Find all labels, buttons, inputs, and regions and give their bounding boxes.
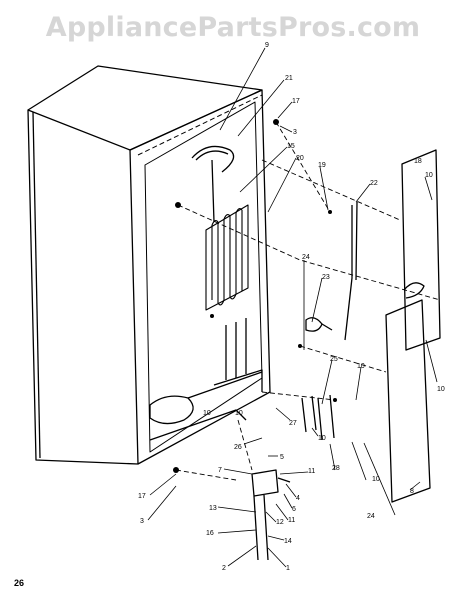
compressor-assembly — [149, 318, 263, 441]
callout-5: 5 — [280, 454, 284, 461]
callout-1: 1 — [286, 565, 290, 572]
evaporator-tube — [191, 145, 235, 223]
panel-8 — [385, 299, 431, 503]
callout-9: 9 — [265, 42, 269, 49]
callout-16: 16 — [206, 530, 214, 537]
callout-8: 8 — [410, 488, 414, 495]
callout-22: 22 — [370, 180, 378, 187]
callout-10-e: 10 — [318, 435, 326, 442]
callout-10-d: 10 — [235, 410, 243, 417]
drain-tube — [344, 201, 358, 341]
callout-13: 13 — [209, 505, 217, 512]
callout-24: 24 — [302, 254, 310, 261]
callout-3-bottom: 3 — [140, 518, 144, 525]
callout-26: 26 — [234, 444, 242, 451]
callout-21: 21 — [285, 75, 293, 82]
leader-lines — [147, 47, 438, 568]
rear-panel — [137, 94, 263, 453]
callout-4: 4 — [296, 495, 300, 502]
page-number: 26 — [14, 578, 25, 588]
condenser-coil — [205, 204, 249, 311]
callout-3-top: 3 — [293, 129, 297, 136]
callout-2: 2 — [222, 565, 226, 572]
callout-10-c: 10 — [437, 386, 445, 393]
callout-19: 19 — [318, 162, 326, 169]
callout-25: 25 — [330, 356, 338, 363]
callout-10-b: 10 — [357, 363, 365, 370]
callout-12: 12 — [276, 519, 284, 526]
callout-labels: 9 21 17 3 15 20 19 22 18 10 24 23 25 10 … — [138, 42, 445, 572]
callout-7: 7 — [218, 467, 222, 474]
callout-10-f: 10 — [372, 476, 380, 483]
callout-24-bottom: 24 — [367, 513, 375, 520]
callout-20: 20 — [296, 155, 304, 162]
callout-15: 15 — [287, 143, 295, 150]
watermark: AppliancePartsPros.com — [45, 12, 421, 43]
callout-14: 14 — [284, 538, 292, 545]
callout-17-top: 17 — [292, 98, 300, 105]
water-valve-assembly — [251, 394, 335, 561]
cabinet-body — [27, 65, 271, 465]
callout-27: 27 — [289, 420, 297, 427]
screw-points — [173, 119, 337, 473]
capacitor — [305, 317, 333, 332]
callout-18: 18 — [414, 158, 422, 165]
callout-10-a: 10 — [425, 172, 433, 179]
assembly-lines — [175, 121, 441, 481]
callout-6: 6 — [292, 506, 296, 513]
callout-11-a: 11 — [308, 468, 315, 475]
callout-23: 23 — [322, 274, 330, 281]
callout-11-b: 11 — [288, 517, 295, 524]
callout-10-g: 10 — [203, 410, 211, 417]
panel-18 — [401, 149, 441, 351]
callout-17-bottom: 17 — [138, 493, 146, 500]
callout-28: 28 — [332, 465, 340, 472]
